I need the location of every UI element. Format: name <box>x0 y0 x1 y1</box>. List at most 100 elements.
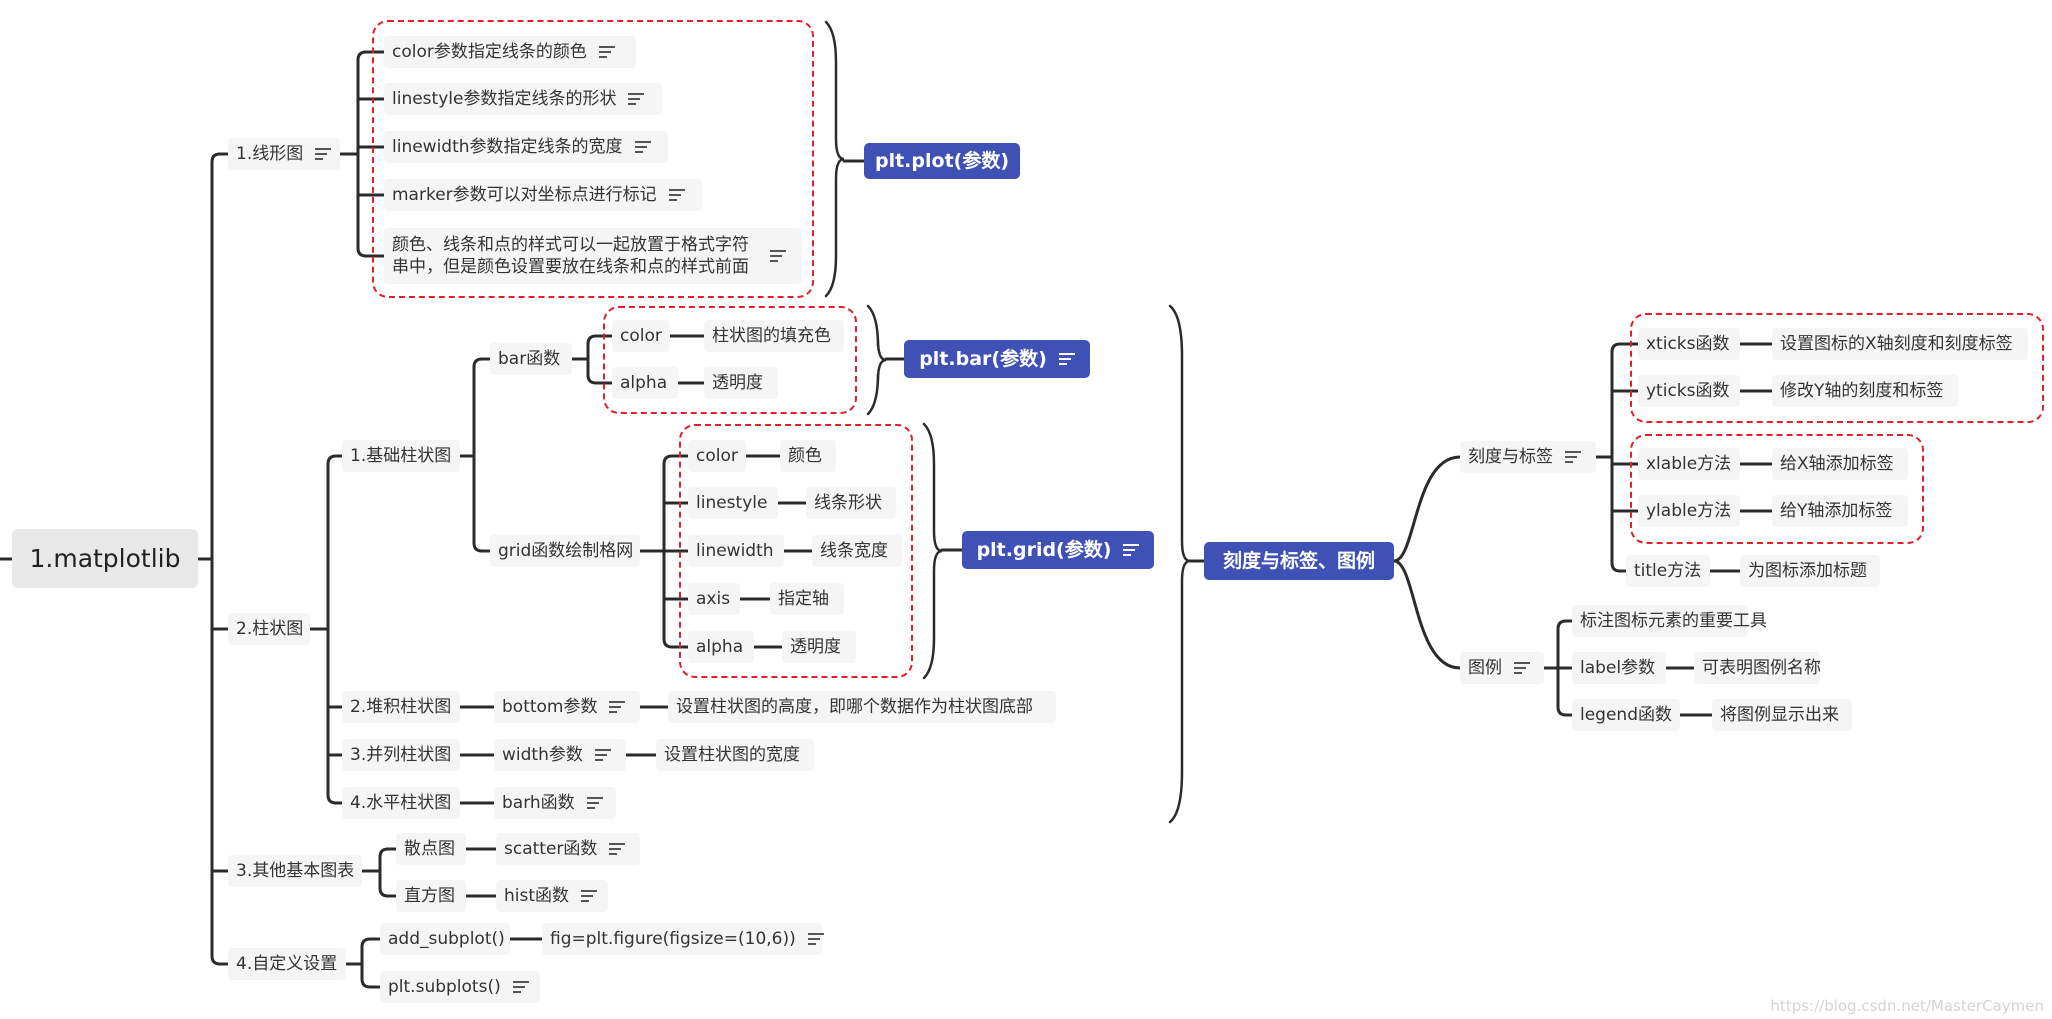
node-scatter-func[interactable]: scatter函数 <box>496 833 640 865</box>
node-grid-color[interactable]: color <box>688 440 746 472</box>
node-label: hist函数 <box>504 886 570 906</box>
node-ylable[interactable]: ylable方法 <box>1638 495 1740 527</box>
node-bottom-desc[interactable]: 设置柱状图的高度，即哪个数据作为柱状图底部 <box>668 691 1056 723</box>
summary-label: plt.grid(参数) <box>976 539 1112 561</box>
summary-plt-plot[interactable]: plt.plot(参数) <box>864 143 1020 179</box>
node-legend-func-desc[interactable]: 将图例显示出来 <box>1712 699 1852 731</box>
summary-plt-bar[interactable]: plt.bar(参数) <box>904 340 1090 378</box>
node-yticks[interactable]: yticks函数 <box>1638 375 1740 407</box>
node-label: grid函数绘制格网 <box>498 541 634 561</box>
node-xticks-desc[interactable]: 设置图标的X轴刻度和刻度标签 <box>1772 328 2028 360</box>
node-grid-linewidth[interactable]: linewidth <box>688 535 784 567</box>
node-bar-chart[interactable]: 2.柱状图 <box>228 613 310 645</box>
node-yticks-desc[interactable]: 修改Y轴的刻度和标签 <box>1772 375 1958 407</box>
summary-plt-grid[interactable]: plt.grid(参数) <box>962 531 1154 569</box>
connector <box>866 304 887 416</box>
node-label: 设置柱状图的高度，即哪个数据作为柱状图底部 <box>676 697 1033 717</box>
node-histogram[interactable]: 直方图 <box>396 880 466 912</box>
node-label-param[interactable]: label参数 <box>1572 652 1666 684</box>
node-ylable-desc[interactable]: 给Y轴添加标签 <box>1772 495 1908 527</box>
note-icon <box>586 797 603 809</box>
node-legend-tool[interactable]: 标注图标元素的重要工具 <box>1572 605 1767 637</box>
node-hist-func[interactable]: hist函数 <box>496 880 608 912</box>
node-figure[interactable]: fig=plt.figure(figsize=(10,6)) <box>542 923 824 955</box>
connector <box>1610 342 1622 573</box>
note-icon <box>1123 544 1140 556</box>
node-other-charts[interactable]: 3.其他基本图表 <box>228 855 362 887</box>
node-label: linewidth参数指定线条的宽度 <box>392 137 623 157</box>
note-icon <box>770 250 786 262</box>
note-icon <box>1058 353 1075 365</box>
node-bar-color-desc[interactable]: 柱状图的填充色 <box>704 320 844 352</box>
node-bar-color[interactable]: color <box>612 320 670 352</box>
node-label: bar函数 <box>498 349 561 369</box>
node-label: 2.堆积柱状图 <box>350 697 452 717</box>
node-lc-linestyle[interactable]: linestyle参数指定线条的形状 <box>384 83 662 115</box>
node-basic-bar[interactable]: 1.基础柱状图 <box>342 440 460 472</box>
node-ticks-labels[interactable]: 刻度与标签 <box>1460 441 1596 473</box>
node-label: 3.其他基本图表 <box>236 861 355 881</box>
node-line-chart[interactable]: 1.线形图 <box>228 138 340 170</box>
node-lc-marker[interactable]: marker参数可以对坐标点进行标记 <box>384 179 702 211</box>
node-label: linestyle <box>696 493 768 513</box>
node-lc-color[interactable]: color参数指定线条的颜色 <box>384 36 636 68</box>
node-grid-linestyle-desc[interactable]: 线条形状 <box>806 487 896 519</box>
node-add-subplot[interactable]: add_subplot() <box>380 923 510 955</box>
connector <box>586 334 598 385</box>
node-xlable-desc[interactable]: 给X轴添加标签 <box>1772 448 1908 480</box>
node-grid-linewidth-desc[interactable]: 线条宽度 <box>812 535 902 567</box>
node-horizontal-bar[interactable]: 4.水平柱状图 <box>342 787 460 819</box>
node-label-desc[interactable]: 可表明图例名称 <box>1694 652 1821 684</box>
note-icon <box>581 890 598 902</box>
node-width-desc[interactable]: 设置柱状图的宽度 <box>656 739 814 771</box>
node-parallel-bar[interactable]: 3.并列柱状图 <box>342 739 460 771</box>
node-label: width参数 <box>502 745 583 765</box>
node-grid-color-desc[interactable]: 颜色 <box>780 440 836 472</box>
note-icon <box>807 933 824 945</box>
root-node[interactable]: 1.matplotlib <box>12 529 198 588</box>
node-bar-func[interactable]: bar函数 <box>490 343 572 375</box>
connector <box>360 937 372 989</box>
connector <box>1168 304 1191 824</box>
node-label: 4.水平柱状图 <box>350 793 452 813</box>
node-xticks[interactable]: xticks函数 <box>1638 328 1740 360</box>
node-label: 3.并列柱状图 <box>350 745 452 765</box>
node-legend-func[interactable]: legend函数 <box>1572 699 1680 731</box>
node-label: color <box>620 326 662 346</box>
node-title[interactable]: title方法 <box>1626 555 1710 587</box>
node-label: 指定轴 <box>778 589 829 609</box>
node-label: 透明度 <box>712 373 763 393</box>
node-scatter[interactable]: 散点图 <box>396 833 466 865</box>
node-legend[interactable]: 图例 <box>1460 652 1544 684</box>
node-label: title方法 <box>1634 561 1702 581</box>
node-label: 修改Y轴的刻度和标签 <box>1780 381 1944 401</box>
node-grid-func[interactable]: grid函数绘制格网 <box>490 535 640 567</box>
node-barh-func[interactable]: barh函数 <box>494 787 616 819</box>
node-bottom-param[interactable]: bottom参数 <box>494 691 640 723</box>
node-grid-alpha[interactable]: alpha <box>688 631 754 663</box>
highlight-box-plot-params <box>372 20 814 298</box>
node-stacked-bar[interactable]: 2.堆积柱状图 <box>342 691 460 723</box>
node-label: 1.线形图 <box>236 144 304 164</box>
node-label: linewidth <box>696 541 774 561</box>
node-lc-format[interactable]: 颜色、线条和点的样式可以一起放置于格式字符串中，但是颜色设置要放在线条和点的样式… <box>384 228 802 284</box>
node-grid-axis-desc[interactable]: 指定轴 <box>770 583 844 615</box>
connector <box>1392 455 1462 563</box>
node-bar-alpha[interactable]: alpha <box>612 367 678 399</box>
node-grid-alpha-desc[interactable]: 透明度 <box>782 631 856 663</box>
node-custom[interactable]: 4.自定义设置 <box>228 948 346 980</box>
summary-ticks-legend[interactable]: 刻度与标签、图例 <box>1204 542 1394 580</box>
note-icon <box>634 141 651 153</box>
summary-label: plt.bar(参数) <box>919 348 1047 370</box>
node-width-param[interactable]: width参数 <box>494 739 626 771</box>
node-grid-axis[interactable]: axis <box>688 583 740 615</box>
node-grid-linestyle[interactable]: linestyle <box>688 487 778 519</box>
node-lc-linewidth[interactable]: linewidth参数指定线条的宽度 <box>384 131 668 163</box>
node-title-desc[interactable]: 为图标添加标题 <box>1740 555 1880 587</box>
node-label: 给X轴添加标签 <box>1780 454 1894 474</box>
node-xlable[interactable]: xlable方法 <box>1638 448 1740 480</box>
node-label: 颜色、线条和点的样式可以一起放置于格式字符串中，但是颜色设置要放在线条和点的样式… <box>392 235 749 277</box>
node-subplots[interactable]: plt.subplots() <box>380 971 540 1003</box>
node-label: fig=plt.figure(figsize=(10,6)) <box>550 929 796 949</box>
node-bar-alpha-desc[interactable]: 透明度 <box>704 367 778 399</box>
